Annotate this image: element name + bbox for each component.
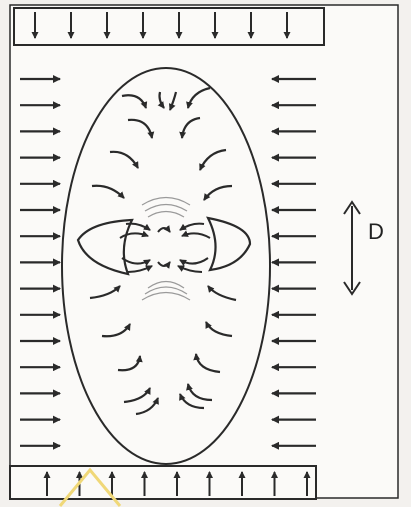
d-label: D: [368, 219, 384, 245]
figure-frame: [10, 5, 398, 498]
bottom-plate: [10, 466, 316, 499]
top-plate: [14, 8, 324, 45]
